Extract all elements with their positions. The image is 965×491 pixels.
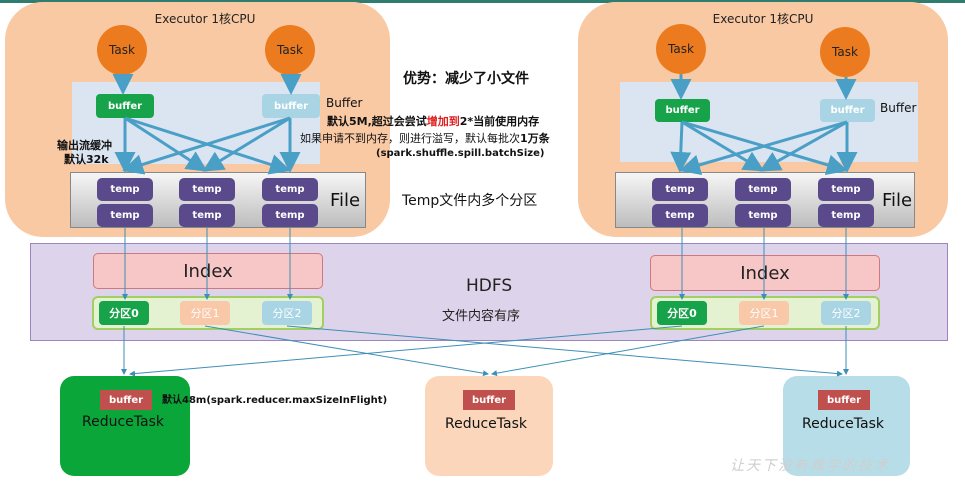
- watermark: 让天下没有难学的技术: [730, 458, 890, 474]
- spill-param-note: (spark.shuffle.spill.batchSize): [376, 148, 545, 159]
- spill-count: 1万条: [520, 132, 550, 145]
- hdfs-subtitle: 文件内容有序: [442, 309, 521, 324]
- buffer-default-note: 默认5M,超过会尝试增加到2*当前使用内存: [327, 113, 539, 129]
- temp-partitions-note: Temp文件内多个分区: [402, 193, 538, 209]
- temp-block: temp: [735, 178, 791, 201]
- temp-block: temp: [818, 178, 874, 201]
- task-circle: Task: [656, 24, 706, 74]
- temp-block: temp: [262, 178, 318, 201]
- reduce-task-label: ReduceTask: [445, 416, 527, 432]
- buffer-default-part: 默认5M,超过会尝试: [327, 115, 427, 128]
- buffer-block: buffer: [96, 94, 154, 118]
- reduce-task-label: ReduceTask: [82, 414, 164, 430]
- task-circle: Task: [97, 25, 147, 75]
- output-buffer-note: 输出流缓冲: [57, 139, 112, 152]
- temp-block: temp: [97, 204, 153, 227]
- spill-text: 如果申请不到内存，则进行溢写，默认每批次: [300, 132, 520, 145]
- buffer-block: buffer: [262, 94, 320, 118]
- temp-block: temp: [818, 204, 874, 227]
- index-box-right: Index: [650, 255, 880, 291]
- spill-note: 如果申请不到内存，则进行溢写，默认每批次1万条: [300, 130, 550, 146]
- partition-block: 分区2: [821, 301, 871, 325]
- index-box-left: Index: [93, 253, 323, 289]
- temp-block: temp: [262, 204, 318, 227]
- reduce-task-label: ReduceTask: [802, 416, 884, 432]
- temp-block: temp: [97, 178, 153, 201]
- reduce-buffer-block: buffer: [818, 390, 870, 410]
- advantage-note: 优势：减少了小文件: [403, 71, 529, 87]
- temp-block: temp: [735, 204, 791, 227]
- temp-block: temp: [652, 178, 708, 201]
- task-circle: Task: [265, 25, 315, 75]
- executor-left-title: Executor 1核CPU: [154, 12, 256, 26]
- partition-block: 分区0: [657, 301, 707, 325]
- output-buffer-size: 默认32k: [64, 153, 109, 166]
- buffer-label: Buffer: [880, 101, 917, 115]
- temp-block: temp: [652, 204, 708, 227]
- task-circle: Task: [820, 27, 870, 77]
- temp-block: temp: [179, 178, 235, 201]
- partition-block: 分区0: [99, 301, 149, 325]
- reduce-buffer-block: buffer: [100, 390, 152, 410]
- executor-right-title: Executor 1核CPU: [712, 12, 814, 26]
- partition-block: 分区1: [180, 301, 230, 325]
- buffer-block: buffer: [655, 99, 710, 122]
- hdfs-title: HDFS: [466, 276, 513, 296]
- partition-block: 分区2: [262, 301, 312, 325]
- file-label: File: [882, 190, 913, 211]
- file-label: File: [330, 190, 361, 211]
- buffer-default-part: 2*当前使用内存: [459, 115, 540, 128]
- buffer-default-highlight: 增加到: [426, 115, 460, 128]
- temp-block: temp: [179, 204, 235, 227]
- reduce-buffer-block: buffer: [463, 390, 515, 410]
- partition-block: 分区1: [739, 301, 789, 325]
- top-border-line: [0, 0, 965, 3]
- buffer-block: buffer: [820, 99, 875, 122]
- buffer-label: Buffer: [326, 96, 363, 110]
- reducer-default-note: 默认48m(spark.reducer.maxSizeInFlight): [162, 395, 388, 406]
